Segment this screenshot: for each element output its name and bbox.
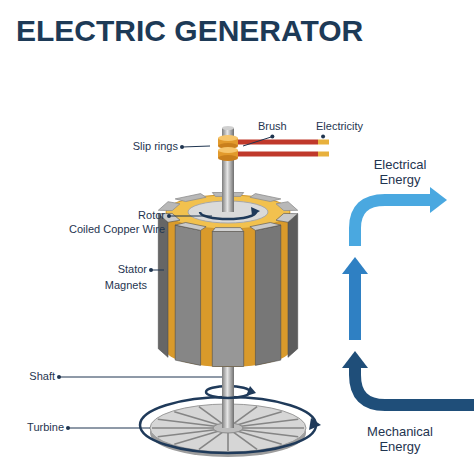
energy-arrow <box>349 272 361 340</box>
stator-magnets-front <box>158 213 297 366</box>
turbine-blade <box>238 431 282 444</box>
wire-tip <box>318 140 329 145</box>
arrowhead <box>342 257 368 274</box>
magnet-top <box>175 194 206 202</box>
coil-core <box>166 212 290 367</box>
leader-dot <box>149 268 153 272</box>
energy-arrow <box>355 366 474 405</box>
magnet <box>175 225 200 365</box>
rotation-arrow <box>140 425 316 453</box>
turbine-blade <box>227 433 229 452</box>
wire-tip <box>318 152 329 157</box>
magnet <box>288 214 298 358</box>
turbine-blade <box>199 432 223 449</box>
leader-dot <box>57 375 61 379</box>
leader-line <box>243 137 272 146</box>
rotation-arrow <box>206 392 250 398</box>
energy-arrow <box>355 200 432 246</box>
part-label: Turbine <box>27 421 64 434</box>
leader-dot <box>167 214 171 218</box>
part-label: Electrical Energy <box>360 158 440 188</box>
turbine-blade <box>158 430 215 437</box>
wire <box>238 152 318 157</box>
slip-ring <box>218 135 238 141</box>
turbine-blade <box>199 407 223 424</box>
turbine-blade <box>233 432 257 449</box>
shaft-cap <box>222 126 234 130</box>
leader-line <box>169 216 212 217</box>
magnet-top <box>158 202 180 211</box>
magnet-top <box>175 223 206 231</box>
leader-dot <box>180 145 184 149</box>
magnet <box>212 232 243 367</box>
part-label: Mechanical Energy <box>360 425 440 455</box>
leader-dot <box>66 426 70 430</box>
leader-line <box>182 146 210 147</box>
turbine-blade <box>241 419 298 426</box>
magnet-top <box>250 194 281 202</box>
arrowhead <box>342 351 368 368</box>
part-label: Shaft <box>29 370 55 383</box>
part-label: Electricity <box>316 120 363 133</box>
leader-line <box>68 428 150 429</box>
arrowhead <box>251 207 260 216</box>
slip-ring <box>218 155 238 161</box>
turbine-blade <box>152 427 214 429</box>
leader-dot <box>321 135 325 139</box>
part-label: Rotor <box>138 209 165 222</box>
magnet-top <box>212 228 243 232</box>
arrowhead <box>246 386 256 396</box>
part-label: Slip rings <box>133 140 178 153</box>
magnet <box>255 225 280 365</box>
turbine-blade <box>242 427 304 429</box>
arrowhead <box>430 187 447 213</box>
arrowhead <box>309 418 321 430</box>
turbine-blade <box>233 407 257 424</box>
part-label: Coiled Copper Wire <box>69 223 165 236</box>
turbine-blade <box>174 412 218 425</box>
part-label: Magnets <box>105 279 147 292</box>
magnet-top <box>250 223 281 231</box>
diagram-title: ELECTRIC GENERATOR <box>16 14 363 47</box>
turbine-blade <box>241 430 298 437</box>
leader-dot <box>270 135 274 139</box>
part-label: Stator <box>118 263 147 276</box>
leader-line <box>59 377 222 378</box>
magnet-top <box>276 213 298 222</box>
magnet-top <box>276 202 298 211</box>
turbine-blade <box>158 419 215 426</box>
part-label: Brush <box>258 120 287 133</box>
slip-ring <box>218 147 238 153</box>
